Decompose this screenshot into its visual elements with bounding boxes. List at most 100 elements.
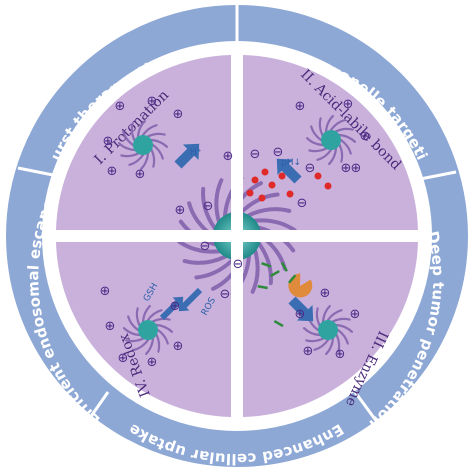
cleaved-fragments — [257, 262, 297, 328]
negative-charge: ⊖ — [220, 287, 231, 302]
negative-charge: ⊖ — [273, 145, 284, 160]
negative-charge: ⊖ — [200, 239, 211, 254]
polymer-arm — [338, 133, 357, 143]
polymer-arm — [339, 138, 352, 155]
enzyme-icon — [288, 273, 313, 298]
positive-charge: ⊕ — [175, 203, 186, 218]
ros-arrow — [178, 287, 203, 312]
payload-dot — [314, 172, 322, 180]
polymer-arm — [150, 138, 169, 148]
charge-symbols: ⊕⊕⊕⊕⊕⊕⊕⊕⊕⊖⊕⊕⊖⊖⊖⊕⊕⊕⊕⊕⊕⊖⊖⊕⊕⊕⊕⊕⊕⊕⊖⊖ — [100, 94, 371, 370]
cleaved-fragment — [270, 270, 280, 278]
positive-charge: ⊕ — [118, 351, 129, 366]
particle-redox — [122, 304, 174, 356]
cleaved-fragment — [257, 284, 268, 290]
cleaved-fragment — [280, 262, 288, 272]
polymer-arm — [326, 309, 343, 322]
polymer-arm — [305, 337, 325, 343]
polymer-arm — [257, 242, 273, 286]
particle-core — [138, 320, 158, 340]
positive-charge: ⊕ — [103, 134, 114, 149]
particle-core — [321, 130, 341, 150]
polymer-arm — [318, 117, 324, 137]
positive-charge: ⊕ — [147, 94, 158, 109]
polymer-arm — [156, 328, 169, 345]
particle-core — [133, 135, 153, 155]
polymer-arm — [321, 304, 331, 323]
polymer-arm — [329, 119, 346, 132]
negative-charge: ⊖ — [297, 196, 308, 211]
ph-arrow — [276, 158, 302, 184]
positive-charge: ⊕ — [223, 149, 234, 164]
positive-charge: ⊕ — [335, 347, 346, 362]
polymer-arm — [122, 327, 141, 337]
payload-dot — [251, 176, 259, 184]
positive-charge: ⊕ — [170, 299, 181, 314]
positive-charge: ⊕ — [100, 284, 111, 299]
positive-charge: ⊕ — [105, 319, 116, 334]
polymer-arm — [145, 337, 155, 356]
particle-acid-labile — [305, 114, 357, 166]
polymer-arm — [316, 148, 333, 161]
polymer-arm — [151, 143, 164, 160]
gsh-arrow — [159, 296, 184, 321]
positive-charge: ⊕ — [360, 129, 371, 144]
polymer-arm — [177, 239, 221, 254]
polymer-arm — [155, 323, 174, 333]
polymer-arm — [141, 124, 158, 137]
positive-charge: ⊕ — [351, 161, 362, 176]
positive-charge: ⊕ — [350, 307, 361, 322]
payload-dot — [286, 190, 294, 198]
polymer-arm — [324, 114, 334, 133]
enzyme-arrow — [288, 296, 314, 322]
positive-charge: ⊕ — [341, 161, 352, 176]
negative-charge: ⊖ — [233, 257, 244, 272]
polymer-arm — [214, 178, 224, 223]
cleaved-fragment — [273, 320, 284, 328]
quadrant-cross — [52, 52, 422, 420]
particle-protonation — [117, 119, 169, 171]
positive-charge: ⊕ — [303, 344, 314, 359]
polymer-arm — [253, 218, 297, 233]
payload-dot — [261, 168, 269, 176]
polymer-arm — [313, 338, 330, 351]
polymer-arm — [151, 317, 171, 323]
polymer-arm — [239, 192, 280, 215]
positive-charge: ⊕ — [295, 99, 306, 114]
polymer-arm — [305, 137, 324, 147]
ph-label: pH↓ — [281, 158, 301, 168]
positive-charge: ⊕ — [173, 339, 184, 354]
payload-dot — [324, 182, 332, 190]
payload-dot — [258, 194, 266, 202]
polymer-arm — [146, 132, 166, 138]
polymer-arm — [302, 327, 321, 337]
cleaved-fragment — [287, 274, 297, 284]
positive-charge: ⊕ — [107, 164, 118, 179]
polymer-arm — [247, 207, 292, 218]
polymer-arm — [117, 142, 136, 152]
positive-charge: ⊕ — [343, 97, 354, 112]
polymer-arm — [308, 147, 328, 153]
polymer-arm — [141, 304, 151, 323]
polymer-arm — [194, 257, 235, 280]
polymer-arm — [125, 337, 145, 343]
polymer-arm — [155, 333, 161, 353]
positive-charge: ⊕ — [147, 355, 158, 370]
polymer-arm — [122, 130, 135, 147]
polymer-arm — [250, 249, 260, 294]
polymer-arm — [335, 333, 341, 353]
ring-separators — [17, 4, 457, 427]
polymer-arm — [334, 127, 354, 133]
polymer-arm — [127, 315, 140, 332]
polymer-arm — [336, 328, 349, 345]
payload-dot — [278, 172, 286, 180]
released-payload-dots — [246, 168, 332, 202]
polymer-arm — [140, 152, 150, 171]
particle-enzyme — [302, 304, 354, 356]
negative-charge: ⊖ — [203, 199, 214, 214]
positive-charge: ⊕ — [115, 99, 126, 114]
payload-dot — [268, 181, 276, 189]
polymer-arm — [331, 317, 351, 323]
polymer-arm — [128, 153, 145, 166]
